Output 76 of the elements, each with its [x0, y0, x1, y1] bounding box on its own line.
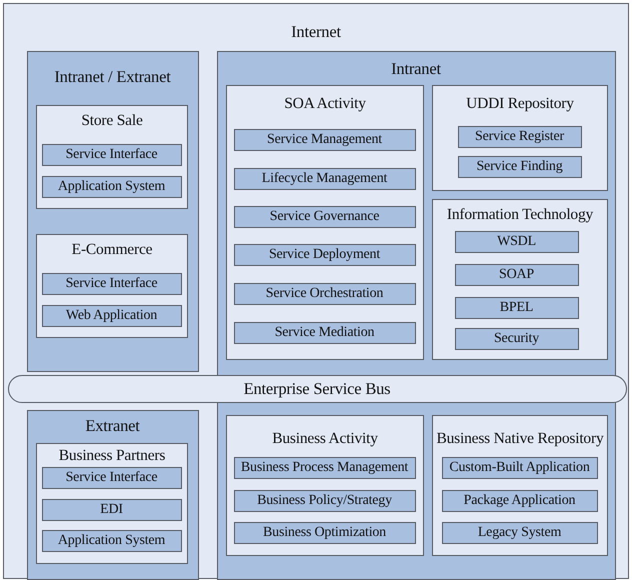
component-label: SOAP	[499, 266, 534, 284]
component-label: Legacy System	[478, 524, 562, 542]
component-label: Service Finding	[476, 158, 563, 176]
component-label: EDI	[100, 500, 123, 518]
component-box	[442, 522, 598, 544]
component-box	[42, 272, 182, 294]
component-box	[234, 456, 416, 478]
zone-panel	[26, 50, 198, 372]
component-label: Lifecycle Management	[262, 170, 388, 188]
component-label: Business Process Management	[240, 458, 408, 476]
component-box	[234, 490, 416, 512]
component-box	[458, 126, 582, 148]
group-box	[36, 443, 188, 564]
component-box	[454, 296, 578, 318]
component-box	[454, 264, 578, 286]
component-label: Service Mediation	[274, 324, 374, 342]
group-box	[36, 105, 188, 209]
group-box	[432, 415, 608, 556]
component-box	[42, 530, 182, 552]
zone-title: Intranet	[390, 58, 442, 78]
component-box	[458, 156, 582, 178]
zone-panel	[3, 3, 629, 579]
component-box	[442, 490, 598, 512]
component-label: Enterprise Service Bus	[244, 380, 390, 398]
component-box	[454, 230, 578, 252]
component-label: Application System	[58, 178, 166, 196]
component-box	[42, 498, 182, 520]
component-label: WSDL	[497, 232, 536, 250]
zone-title: Intranet / Extranet	[53, 66, 172, 86]
zone-title: Business Activity	[271, 429, 379, 449]
component-label: Web Application	[66, 306, 158, 324]
component-label: Service Orchestration	[266, 284, 384, 302]
zone-title: E-Commerce	[70, 240, 154, 260]
component-box	[42, 466, 182, 488]
bus-band	[8, 374, 626, 402]
component-label: Custom-Built Application	[449, 458, 590, 476]
component-box	[442, 456, 598, 478]
component-box	[42, 176, 182, 198]
zone-title: Business Partners	[58, 446, 166, 466]
component-label: BPEL	[500, 298, 534, 316]
component-label: Service Interface	[66, 274, 158, 292]
component-box	[234, 206, 416, 228]
zone-title: Extranet	[84, 416, 141, 436]
group-box	[36, 234, 188, 338]
zone-panel	[26, 410, 198, 580]
component-label: Service Register	[475, 128, 564, 146]
component-box	[234, 322, 416, 344]
component-label: Service Governance	[270, 208, 380, 226]
component-label: Business Policy/Strategy	[257, 492, 392, 510]
component-label: Service Deployment	[268, 246, 380, 264]
component-box	[454, 328, 578, 350]
component-box	[234, 168, 416, 190]
component-box	[42, 304, 182, 326]
component-box	[234, 282, 416, 304]
component-label: Security	[494, 330, 540, 348]
component-box	[234, 244, 416, 266]
zone-title: SOA Activity	[283, 94, 367, 114]
zone-title: Store Sale	[80, 111, 144, 131]
component-label: Package Application	[464, 492, 576, 510]
component-label: Service Interface	[66, 146, 158, 164]
zone-panel	[216, 50, 616, 580]
component-label: Business Optimization	[263, 524, 386, 542]
component-label: Service Management	[267, 130, 382, 148]
zone-title: UDDI Repository	[465, 94, 575, 114]
component-label: Application System	[58, 532, 166, 550]
group-box	[432, 199, 608, 360]
group-box	[226, 85, 424, 360]
zone-title: Information Technology	[446, 205, 594, 225]
group-box	[226, 415, 424, 556]
component-label: Service Interface	[66, 468, 158, 486]
component-box	[234, 128, 416, 150]
zone-title: Internet	[290, 22, 342, 42]
component-box	[234, 522, 416, 544]
group-box	[432, 85, 608, 191]
zone-title: Business Native Repository	[435, 429, 605, 449]
component-box	[42, 144, 182, 166]
